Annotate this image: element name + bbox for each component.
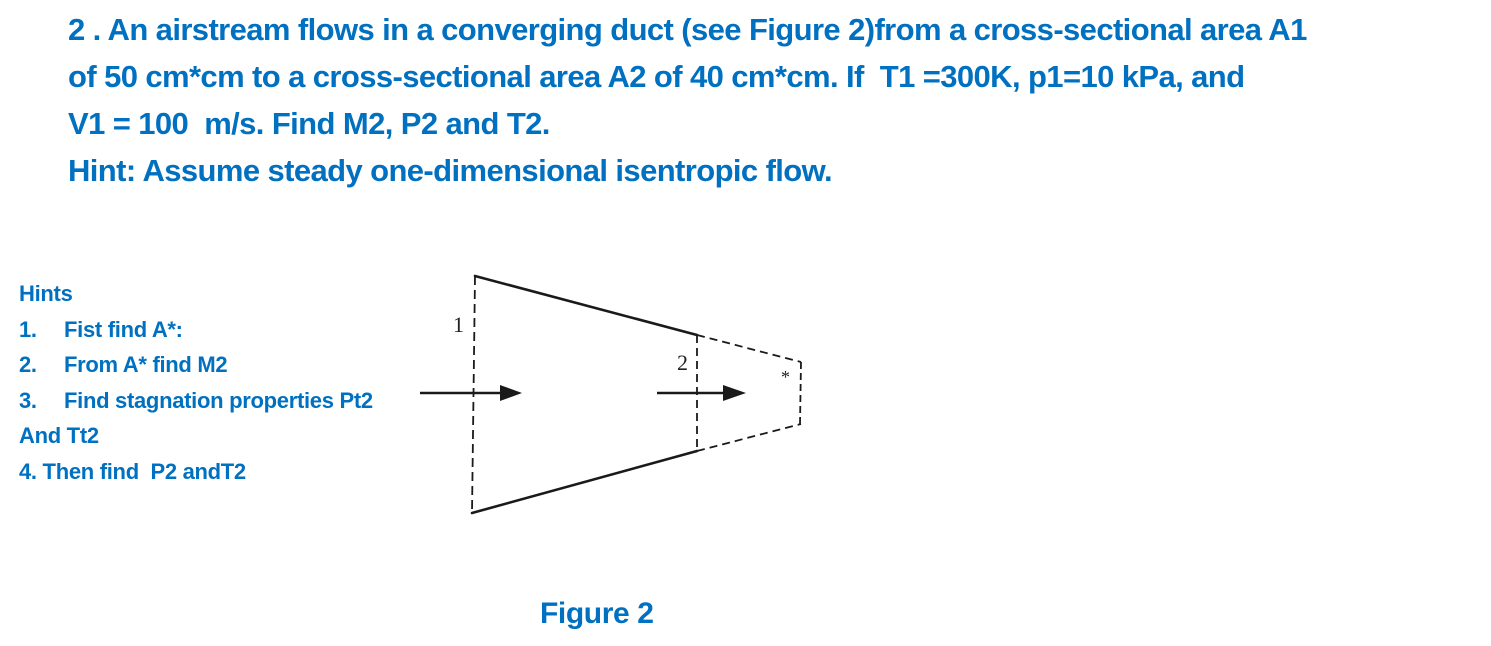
problem-hint-line: Hint: Assume steady one-dimensional isen…: [68, 153, 833, 188]
problem-statement: 2 . An airstream flows in a converging d…: [68, 6, 1488, 194]
problem-line-3: V1 = 100 m/s. Find M2, P2 and T2.: [68, 106, 550, 141]
inlet-flow-arrow-icon: [420, 385, 522, 401]
hints-list: Hints 1.Fist find A*: 2.From A* find M2 …: [19, 276, 373, 489]
hint-step-4: 4. Then find P2 andT2: [19, 458, 246, 484]
duct-upper-wall: [473, 274, 699, 337]
hint-step-number: 1.: [19, 316, 37, 342]
outlet-flow-arrow-icon: [657, 385, 746, 401]
throat-star-label: *: [781, 367, 790, 387]
throat-upper-extension: [696, 334, 802, 363]
hint-step-number: 3.: [19, 387, 37, 413]
hint-step-text: Fist find A*:: [64, 316, 183, 342]
problem-line-1: 2 . An airstream flows in a converging d…: [68, 6, 1488, 53]
duct-lower-wall: [470, 449, 699, 515]
section-1-label: 1: [453, 312, 464, 337]
hint-step-text: From A* find M2: [64, 352, 228, 377]
problem-line-2: of 50 cm*cm to a cross-sectional area A2…: [68, 59, 1245, 94]
hint-step-3-continuation: And Tt2: [19, 423, 99, 448]
throat-boundary: [799, 361, 802, 425]
hints-title: Hints: [19, 281, 73, 306]
section-2-label: 2: [677, 350, 688, 375]
hint-step-3: 3. Find stagnation properties Pt2: [19, 383, 373, 419]
throat-lower-extension: [696, 423, 802, 452]
hint-step-1: 1. Fist find A*:: [19, 312, 373, 348]
figure-caption: Figure 2: [540, 597, 654, 630]
section-1-boundary: [471, 275, 476, 514]
hint-step-text: Find stagnation properties Pt2: [64, 387, 373, 413]
problem-number: 2: [68, 12, 85, 47]
hint-step-2: 2. From A* find M2: [19, 347, 373, 383]
problem-number-separator: .: [84, 12, 108, 47]
problem-text-1: An airstream flows in a converging duct …: [107, 12, 1308, 47]
hint-step-number: 2.: [19, 352, 37, 377]
